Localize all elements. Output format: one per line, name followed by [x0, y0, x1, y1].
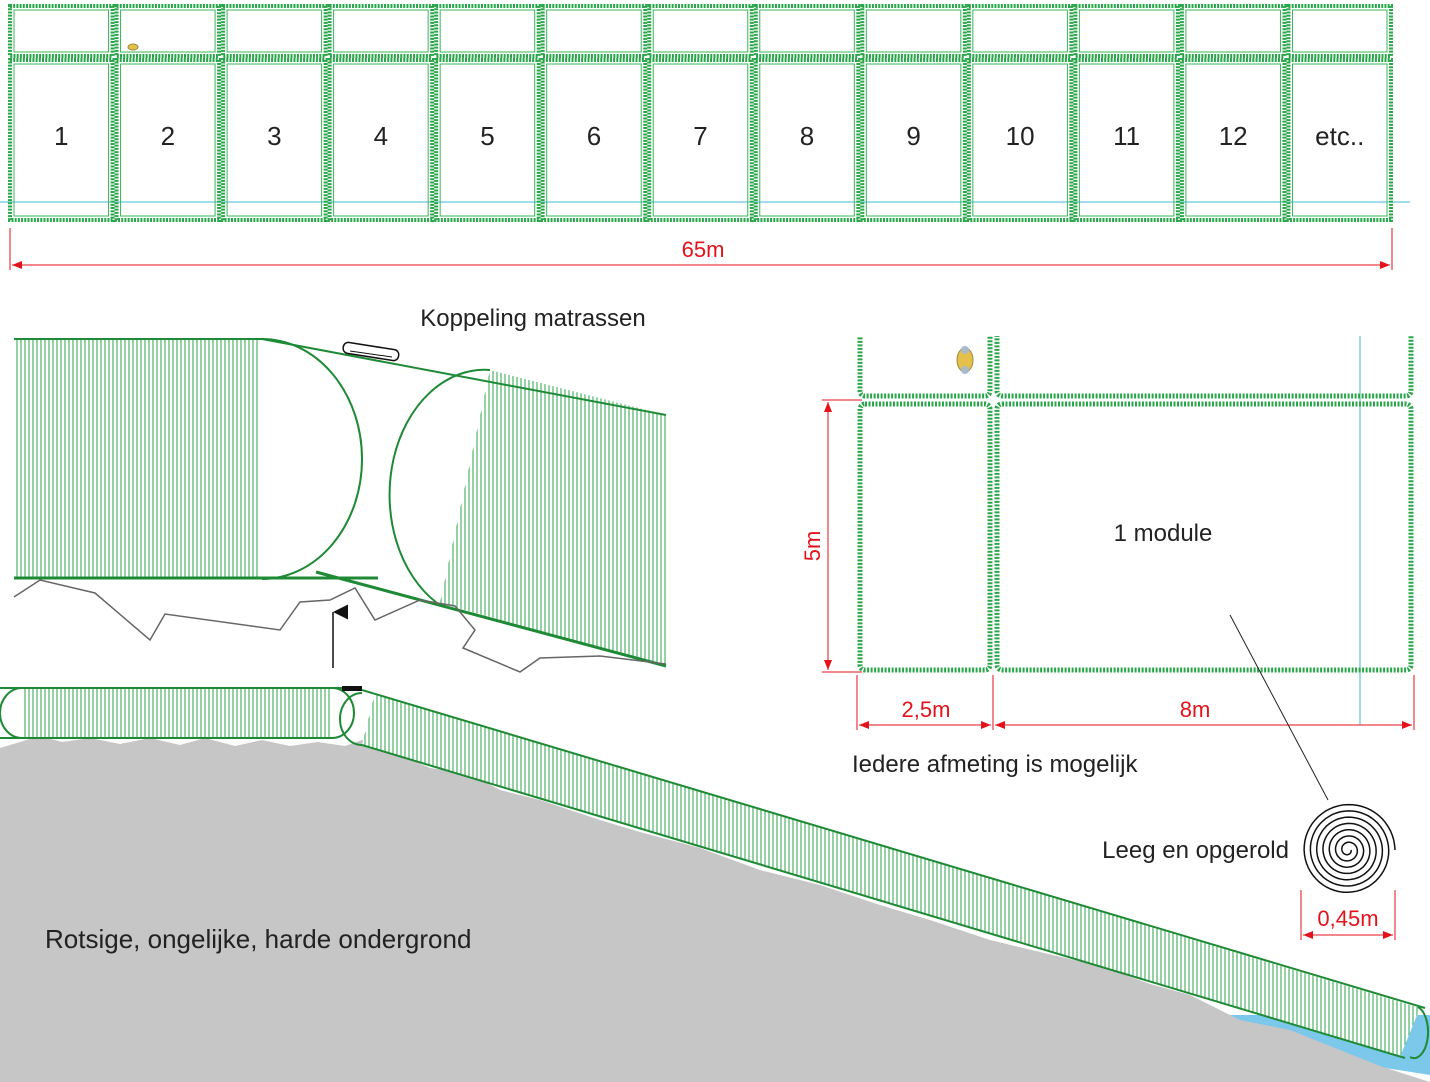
width-small-label: 2,5m: [902, 697, 951, 722]
module-cell: [1073, 58, 1180, 222]
module-cell-inner: [333, 9, 429, 53]
module-cell-inner: [120, 9, 216, 53]
module-cell: [1179, 58, 1287, 222]
module-cell-inner: [439, 9, 536, 53]
dimension-note: Iedere afmeting is mogelijk: [852, 751, 1138, 778]
left-mattress: [14, 338, 378, 580]
right-mattress: [261, 338, 667, 668]
module-cell: [221, 58, 328, 222]
module-cell: [753, 58, 861, 222]
module-top-strip: [860, 4, 967, 58]
module-cell: [647, 58, 754, 222]
coupling-detail: Koppeling matrassen: [13, 305, 667, 673]
module-cell-inner: [1291, 63, 1388, 217]
module-top-strip: [8, 4, 115, 58]
module-cell-inner: [865, 9, 962, 53]
slope-mattress: [339, 689, 1430, 1060]
module-cell: [327, 58, 435, 222]
module-top-strip: [1179, 4, 1287, 58]
spiral-icon: [1303, 803, 1396, 894]
connector-icon: [127, 43, 139, 51]
coupling-label: Koppeling matrassen: [420, 305, 645, 332]
module-number: 10: [1006, 121, 1035, 151]
module-cell-inner: [439, 63, 536, 217]
module-cell-inner: [759, 63, 855, 217]
module-cell-inner: [1291, 9, 1388, 53]
module-number: 1: [54, 121, 68, 151]
module-cell-inner: [13, 63, 110, 217]
module-number: 5: [480, 121, 494, 151]
module-number: etc..: [1315, 121, 1364, 151]
flat-mattress: [0, 687, 360, 739]
width-large-label: 8m: [1180, 697, 1211, 722]
module-top-strip: [434, 4, 541, 58]
connector-icon: [956, 346, 974, 374]
module-cell-inner: [972, 9, 1068, 53]
module-top-strip: [327, 4, 435, 58]
module-number: 11: [1113, 121, 1140, 151]
rolled-mattress: Leeg en opgerold 0,45m: [1102, 803, 1396, 940]
module-cell: [434, 58, 541, 222]
module-cell-inner: [759, 9, 855, 53]
module-detail: 1 module 5m 2,5m 8m Iedere afmeting is m…: [800, 320, 1422, 801]
module-cell-inner: [546, 63, 642, 217]
leader-line: [1229, 614, 1329, 801]
module-cell: [114, 58, 222, 222]
module-cell-inner: [226, 9, 323, 53]
module-cell-inner: [546, 9, 642, 53]
module-cell-inner: [333, 63, 429, 217]
module-top-strip: [114, 4, 222, 58]
module-top-strip: [221, 4, 328, 58]
module-number: 2: [161, 121, 175, 151]
module-grid: [857, 327, 1414, 673]
module-cell-inner: [972, 63, 1068, 217]
rolled-label: Leeg en opgerold: [1102, 837, 1289, 864]
module-number: 8: [800, 121, 814, 151]
module-number: 6: [587, 121, 601, 151]
module-cell-inner: [1185, 9, 1281, 53]
module-cell-inner: [1078, 63, 1175, 217]
slope-section: Rotsige, ongelijke, harde ondergrond: [0, 686, 1430, 1082]
module-cell: [8, 58, 115, 222]
module-cell-inner: [13, 9, 110, 53]
module-top-strip: [647, 4, 754, 58]
coupling-clamp-icon: [342, 341, 400, 362]
coupling-clamp-icon: [342, 686, 362, 691]
module-cell: [860, 58, 967, 222]
module-label: 1 module: [1114, 520, 1213, 547]
module-cell: [1286, 58, 1394, 222]
module-number: 12: [1219, 121, 1248, 151]
module-top-strip: [753, 4, 861, 58]
module-top-strip: [966, 4, 1074, 58]
module-cell-inner: [1185, 63, 1281, 217]
module-cell: [540, 58, 648, 222]
ground-area: [0, 736, 1430, 1082]
module-number: 7: [693, 121, 707, 151]
total-length-label: 65m: [682, 237, 725, 262]
module-top-strip: [1073, 4, 1180, 58]
height-dimension-label: 5m: [800, 531, 825, 562]
module-cell: [966, 58, 1074, 222]
module-number: 4: [374, 121, 388, 151]
module-cell-inner: [226, 63, 323, 217]
rock-profile-line: [13, 579, 667, 673]
module-cell-inner: [120, 63, 216, 217]
module-cell-inner: [652, 63, 749, 217]
diameter-label: 0,45m: [1317, 906, 1378, 931]
ground-label: Rotsige, ongelijke, harde ondergrond: [45, 924, 471, 954]
module-cell-inner: [865, 63, 962, 217]
module-number: 9: [906, 121, 920, 151]
module-top-strip: [1286, 4, 1394, 58]
module-top-strip: [540, 4, 648, 58]
module-number: 3: [267, 121, 281, 151]
module-cell-inner: [1078, 9, 1175, 53]
module-cell-inner: [652, 9, 749, 53]
